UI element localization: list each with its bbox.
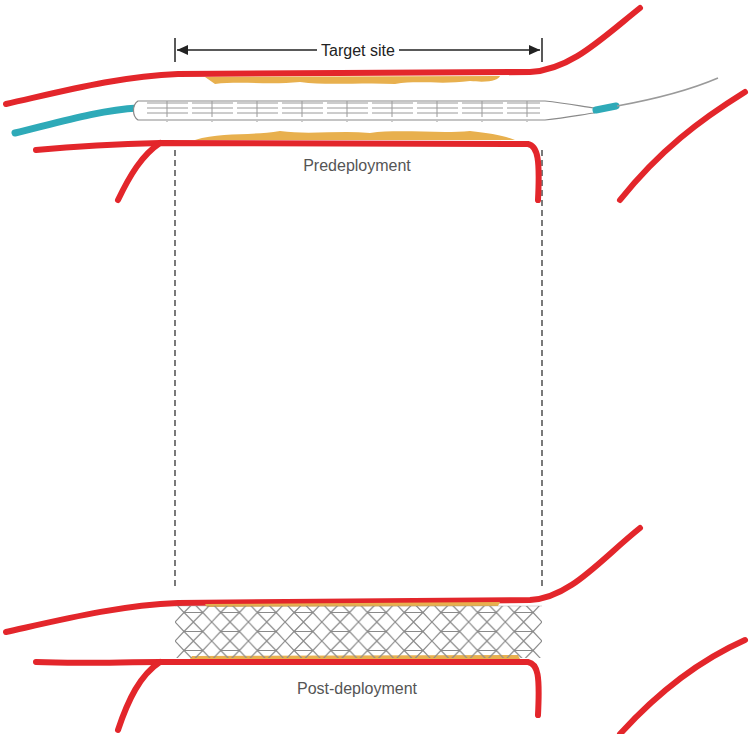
- dimension-label: Target site: [317, 41, 399, 61]
- dimension-bracket: [175, 38, 542, 62]
- deployed-stent: [175, 606, 542, 658]
- balloon-catheter: [15, 78, 718, 133]
- guide-lines: [175, 150, 542, 590]
- vessel-post: [6, 528, 745, 734]
- vessel-pre: [6, 8, 745, 200]
- stage-label: Post-deployment: [293, 679, 421, 699]
- stage-label: Predeployment: [299, 156, 415, 176]
